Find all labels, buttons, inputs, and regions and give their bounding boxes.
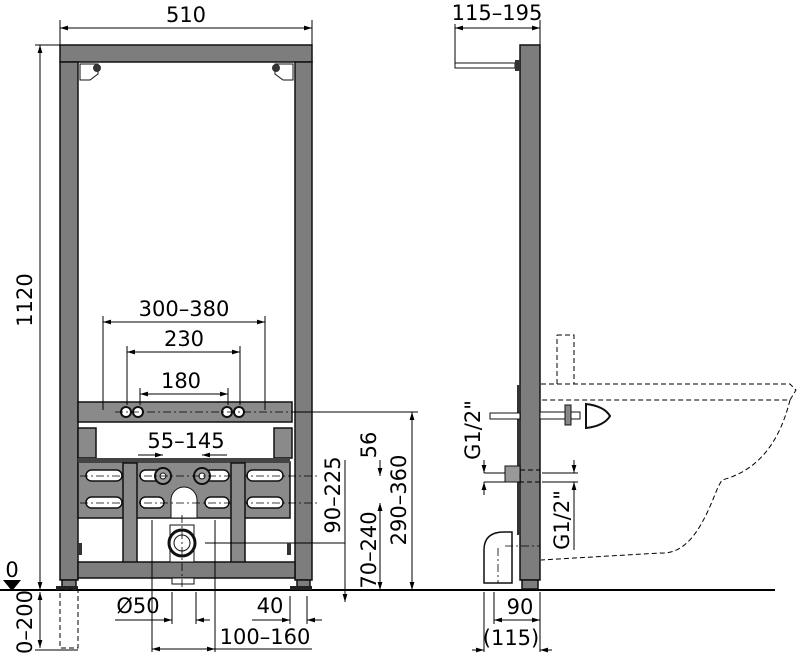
side-view [454, 44, 797, 590]
front-view [56, 44, 415, 649]
side-dimensions: 115–195 G1/2" G1/2" 90 (115) [452, 1, 578, 653]
dim-bar-height: 290–360 [387, 455, 411, 546]
dim-outer-holes: 230 [164, 327, 204, 351]
thread-upper-label: G1/2" [461, 400, 485, 460]
dim-total-depth: (115) [483, 626, 539, 650]
dim-leg-adjust: 0–200 [13, 590, 37, 654]
front-dimensions: 510 1120 300–380 230 180 55–145 56 90–22… [3, 3, 418, 654]
dim-inlet-offset: 56 [357, 432, 381, 459]
dim-inlet-height: 90–225 [321, 456, 345, 533]
dim-drain-offset: 100–160 [220, 625, 311, 649]
dim-foot-width: 40 [257, 594, 284, 618]
dim-bracket-spacing: 300–380 [139, 297, 230, 321]
dim-inner-holes: 180 [161, 369, 201, 393]
dim-drain-height: 70–240 [357, 511, 381, 588]
dim-frame-depth: 90 [507, 595, 534, 619]
dim-inlet-spacing: 55–145 [147, 429, 224, 453]
dim-height: 1120 [13, 273, 37, 326]
dim-width: 510 [166, 3, 206, 27]
dim-depth-range: 115–195 [452, 1, 543, 25]
dim-drain-diameter: Ø50 [116, 594, 159, 618]
thread-lower-label: G1/2" [550, 490, 574, 550]
floor-level-label: 0 [5, 558, 18, 582]
floor-level-marker [3, 580, 21, 591]
